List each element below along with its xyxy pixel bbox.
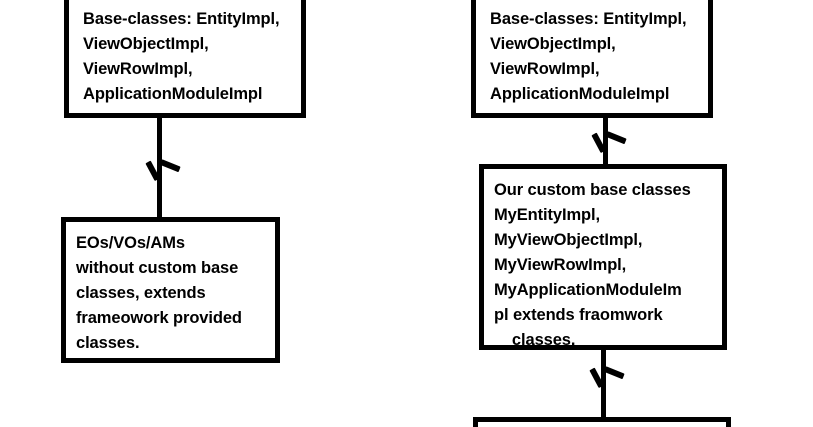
- arrow-head-down-icon: [589, 361, 626, 389]
- arrow-stem: [603, 116, 608, 166]
- arrow-head-down-icon: [145, 154, 182, 182]
- custom-line-3: MyViewObjectImpl,: [494, 231, 643, 249]
- box-right-custom-base-classes-text: Our custom base classes MyEntityImpl, My…: [484, 178, 722, 353]
- arrow-left-framework-to-eo-vo-am: [145, 116, 197, 219]
- arrow-stem: [157, 116, 162, 219]
- custom-line-1: Our custom base classes: [494, 181, 691, 199]
- custom-line-7: classes.: [494, 331, 576, 349]
- box-left-framework-base-classes[interactable]: Base-classes: EntityImpl, ViewObjectImpl…: [64, 0, 306, 118]
- arrow-barb-right: [605, 131, 627, 145]
- custom-line-4: MyViewRowImpl,: [494, 256, 627, 274]
- box-right-framework-base-classes-text: Base-classes: EntityImpl, ViewObjectImpl…: [490, 10, 687, 103]
- arrow-barb-left: [589, 367, 605, 389]
- arrow-barb-left: [591, 132, 607, 154]
- box-left-eo-vo-am-text: EOs/VOs/AMs without custom base classes,…: [76, 234, 242, 352]
- box-right-framework-base-classes[interactable]: Base-classes: EntityImpl, ViewObjectImpl…: [471, 0, 713, 118]
- custom-line-5: MyApplicationModuleIm: [494, 281, 682, 299]
- arrow-head-down-icon: [591, 126, 628, 154]
- custom-line-6: pl extends fraomwork: [494, 306, 663, 324]
- custom-line-2: MyEntityImpl,: [494, 206, 600, 224]
- arrow-barb-right: [159, 159, 181, 173]
- arrow-barb-right: [603, 366, 625, 380]
- box-left-framework-base-classes-text: Base-classes: EntityImpl, ViewObjectImpl…: [83, 10, 280, 103]
- box-left-eo-vo-am[interactable]: EOs/VOs/AMs without custom base classes,…: [61, 217, 280, 363]
- box-right-custom-base-classes[interactable]: Our custom base classes MyEntityImpl, My…: [479, 164, 727, 350]
- box-right-bottom-partial[interactable]: [473, 417, 731, 427]
- arrow-right-custom-to-bottom: [589, 349, 641, 418]
- arrow-barb-left: [145, 160, 161, 182]
- arrow-right-framework-to-custom: [591, 116, 643, 166]
